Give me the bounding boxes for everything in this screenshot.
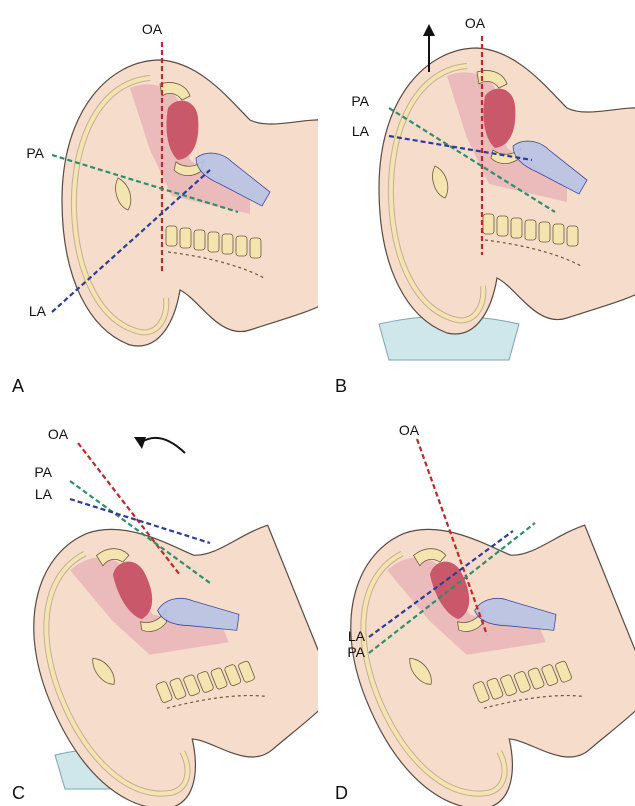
panel-b: OA PA LA B bbox=[317, 0, 635, 403]
curved-arrow-icon bbox=[140, 438, 185, 453]
panel-illustration: OA PA LA A bbox=[0, 0, 318, 403]
vertebra bbox=[222, 234, 233, 254]
vertebra bbox=[539, 222, 550, 242]
pharyngeal-axis-label: PA bbox=[347, 644, 365, 660]
panel-letter: C bbox=[12, 783, 25, 803]
vertebra bbox=[511, 218, 522, 238]
panel-letter: B bbox=[335, 376, 347, 396]
pharyngeal-axis-label: PA bbox=[34, 464, 52, 480]
panel-c: OA PA LA C bbox=[0, 403, 318, 806]
pharyngeal-axis-label: PA bbox=[26, 145, 44, 161]
panel-illustration: OA PA LA C bbox=[0, 403, 318, 806]
pharyngeal-axis-label: PA bbox=[351, 93, 369, 109]
panel-illustration: OA PA LA B bbox=[317, 0, 635, 403]
curved-arrow-head bbox=[134, 437, 146, 449]
head-group bbox=[379, 48, 635, 334]
laryngeal-axis-label: LA bbox=[29, 303, 47, 319]
head-group bbox=[62, 60, 318, 346]
oral-axis-label: OA bbox=[142, 21, 163, 37]
laryngeal-axis-label: LA bbox=[352, 123, 370, 139]
vertebra bbox=[180, 228, 191, 248]
vertebra bbox=[208, 232, 219, 252]
vertebra bbox=[483, 214, 494, 234]
vertebra bbox=[567, 226, 578, 246]
laryngeal-axis-label: LA bbox=[348, 628, 366, 644]
oral-axis-label: OA bbox=[48, 426, 69, 442]
vertebra bbox=[497, 216, 508, 236]
vertebra bbox=[236, 236, 247, 256]
vertebra bbox=[166, 226, 177, 246]
laryngeal-axis-label: LA bbox=[35, 486, 53, 502]
vertebra bbox=[553, 224, 564, 244]
panel-letter: A bbox=[12, 376, 24, 396]
oral-axis-label: OA bbox=[465, 15, 486, 31]
vertebra bbox=[250, 238, 261, 258]
vertebra bbox=[525, 220, 536, 240]
vertebra bbox=[194, 230, 205, 250]
up-arrow-head bbox=[423, 24, 435, 36]
head-group bbox=[0, 470, 318, 806]
panel-a: OA PA LA A bbox=[0, 0, 318, 403]
oral-axis-label: OA bbox=[399, 422, 420, 438]
panel-letter: D bbox=[335, 783, 348, 803]
